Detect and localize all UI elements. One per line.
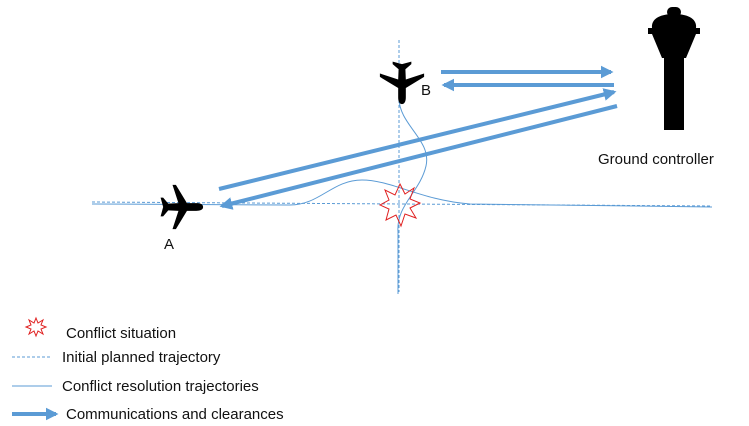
comm-arrow-to-tower-a — [218, 88, 617, 191]
ground-controller-label: Ground controller — [598, 151, 714, 168]
conflict-burst-icon — [378, 182, 422, 228]
legend-label-comms: Communications and clearances — [66, 406, 284, 423]
legend: Conflict situation Initial planned traje… — [12, 316, 284, 423]
aircraft-a-icon — [160, 184, 204, 230]
resolution-trajectory-b — [397, 97, 428, 294]
aircraft-a-label: A — [164, 236, 174, 253]
control-tower-icon — [648, 7, 700, 130]
resolution-trajectory-a — [91, 179, 713, 208]
legend-conflict-icon — [24, 316, 48, 338]
comm-arrow-to-aircraft-a — [219, 104, 618, 210]
legend-label-planned: Initial planned trajectory — [62, 349, 221, 366]
aircraft-b-label: B — [421, 82, 431, 99]
legend-label-conflict: Conflict situation — [66, 325, 176, 342]
legend-label-resolution: Conflict resolution trajectories — [62, 378, 259, 395]
aircraft-b-icon — [379, 61, 425, 105]
